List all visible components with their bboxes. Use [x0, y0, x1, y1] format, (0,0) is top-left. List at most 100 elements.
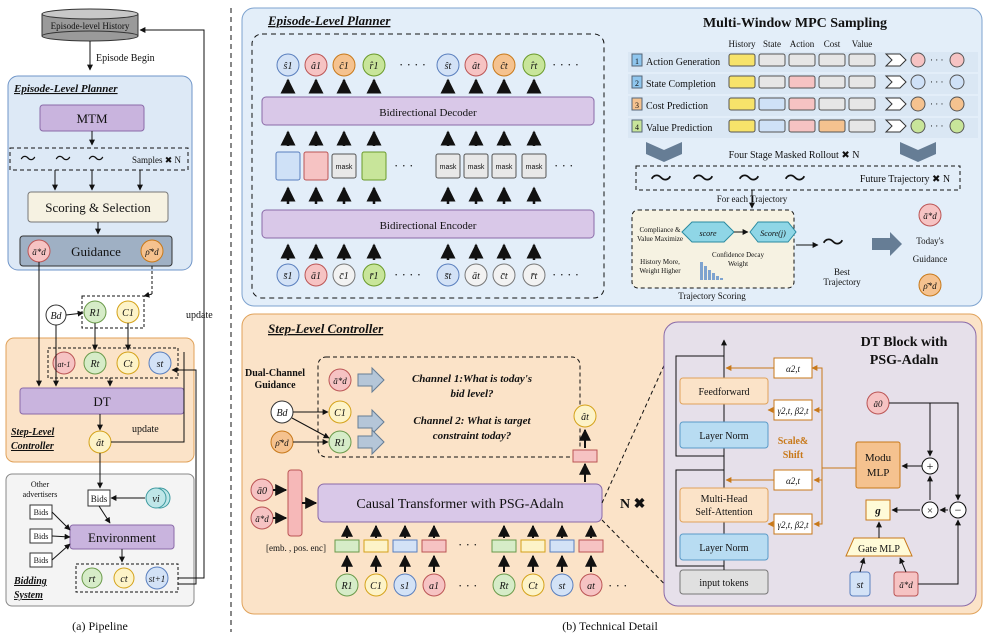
for-each-label: For each Trajectory: [717, 194, 788, 204]
mpc-row-dots: · · ·: [930, 121, 944, 131]
mpc-row-output: [910, 52, 926, 68]
svg-text:ŝt: ŝt: [445, 61, 452, 72]
mpc-cell: [758, 97, 786, 111]
n-times-label: N ✖: [620, 497, 645, 512]
mpc-cell: [848, 53, 876, 67]
token-symbol-text: a1: [429, 581, 439, 592]
best-1: Best: [834, 267, 851, 277]
token-symbol: [364, 573, 388, 597]
mpc-row-number-text: 3: [635, 101, 639, 110]
todays-rho-symbol: ρ̄*d: [922, 281, 937, 291]
svg-text:Cost: Cost: [824, 39, 841, 49]
todays-2: Guidance: [913, 254, 947, 264]
latent-tokens: mask · · · mask mask mask mask · · ·: [275, 151, 574, 181]
svg-text:ĉ1: ĉ1: [339, 61, 348, 72]
planner-panel: Episode-Level Planner ŝ1 â1 ĉ1 r̂1 · · ·…: [241, 7, 983, 307]
svg-text:State: State: [763, 39, 781, 49]
mpc-cell: [758, 75, 786, 89]
svg-text:r̄1: r̄1: [370, 271, 379, 282]
history-database: Episode-level History: [41, 8, 139, 42]
history-more-2: Weight Higher: [639, 267, 681, 275]
svg-text:ŝ1: ŝ1: [284, 61, 293, 72]
wave-1: 〜: [20, 151, 36, 168]
svg-text:â1: â1: [311, 61, 321, 72]
ch1-b: bid level?: [450, 388, 494, 400]
encoder-input-tokens: s̄1 ā1 c̄1 r̄1 · · · · s̄t āt c̄t r̄t · …: [276, 263, 579, 287]
scale-2: Shift: [783, 450, 804, 461]
mpc-row-dots: · · ·: [930, 99, 944, 109]
ct-symbol: Ct: [123, 359, 133, 370]
future-wave-2: 〜: [692, 166, 714, 191]
modu-2: MLP: [867, 467, 890, 479]
svg-text:Value: Value: [852, 39, 873, 49]
bids-label-1: Bids: [34, 508, 49, 517]
mpc-cell: [788, 119, 816, 133]
other-advertisers-2: advertisers: [23, 490, 58, 499]
token-embedding: [491, 539, 517, 553]
dtblock-title-1: DT Block with: [861, 335, 948, 350]
decoder-box: [261, 96, 595, 126]
feedforward-label: Feedforward: [698, 387, 749, 398]
bids-label-3: Bids: [34, 556, 49, 565]
token-symbol: [492, 573, 516, 597]
plus-op: +: [927, 459, 934, 473]
svg-text:Action: Action: [790, 39, 815, 49]
mtm-label: MTM: [76, 111, 108, 126]
rollout-chevrons: [646, 142, 936, 162]
svg-text:c̄1: c̄1: [339, 271, 348, 282]
mpc-title: Multi-Window MPC Sampling: [703, 16, 887, 31]
ch2-a: Channel 2: What is target: [413, 415, 531, 427]
dt-ad-symbol: ā*d: [899, 580, 913, 590]
token-embedding: [549, 539, 575, 553]
mpc-cell: [788, 97, 816, 111]
c1-symbol: C1: [122, 308, 134, 319]
ad-symbol: ā*d: [255, 514, 269, 524]
token-symbol-text: st: [559, 581, 566, 592]
svg-text:s̄1: s̄1: [284, 271, 293, 282]
step-title: Step-Level Controller: [268, 321, 384, 336]
mpc-row-output: [949, 74, 965, 90]
dots-top-1: · · · ·: [399, 57, 426, 72]
token-symbol: [579, 573, 603, 597]
update-label-2: update: [132, 424, 159, 435]
mpc-cell: [728, 97, 756, 111]
encoder-box: [261, 209, 595, 239]
mpc-cell: [788, 75, 816, 89]
mpc-cell: [818, 97, 846, 111]
score-j-label: Score(j): [760, 229, 786, 238]
scoring-label-b: Trajectory Scoring: [678, 291, 746, 301]
mpc-row-output: [910, 118, 926, 134]
history-more-1: History More,: [640, 258, 680, 266]
at-1-symbol: at-1: [58, 360, 71, 369]
guidance-a-symbol: ā*d: [32, 247, 46, 257]
mha-2: Self-Attention: [695, 507, 752, 518]
todays-a-symbol: ā*d: [923, 211, 937, 221]
token-symbol: [550, 573, 574, 597]
token-symbol-text: Ct: [528, 581, 538, 592]
episode-begin-label: Episode Begin: [96, 53, 155, 64]
g-box: [865, 499, 891, 521]
layernorm-1: Layer Norm: [699, 543, 748, 554]
causal-label: Causal Transformer with PSG-Adaln: [356, 497, 563, 512]
dt-label: DT: [93, 394, 110, 409]
caption-b: (b) Technical Detail: [562, 619, 658, 633]
svg-text:· · ·: · · ·: [554, 158, 574, 173]
token-embedding: [520, 539, 546, 553]
svg-text:α2,t: α2,t: [786, 364, 800, 374]
bidding-system-title-2: System: [14, 590, 43, 601]
to-guidance-arrow: [872, 232, 902, 256]
ch-bd-symbol: Bd: [276, 408, 288, 419]
mpc-row-output: [949, 118, 965, 134]
planner-title: Episode-Level Planner: [267, 13, 391, 28]
r1-symbol: R1: [88, 308, 100, 319]
wave-2: 〜: [55, 151, 71, 168]
dt-st-symbol: st: [857, 580, 864, 591]
at-hat-symbol: ât: [96, 438, 104, 449]
future-wave-3: 〜: [738, 166, 760, 191]
step-controller-title-2: Controller: [11, 441, 54, 452]
token-embedding: [578, 539, 604, 553]
mpc-cell: [728, 53, 756, 67]
mpc-cell: [818, 75, 846, 89]
input-tokens-label: input tokens: [699, 578, 748, 589]
